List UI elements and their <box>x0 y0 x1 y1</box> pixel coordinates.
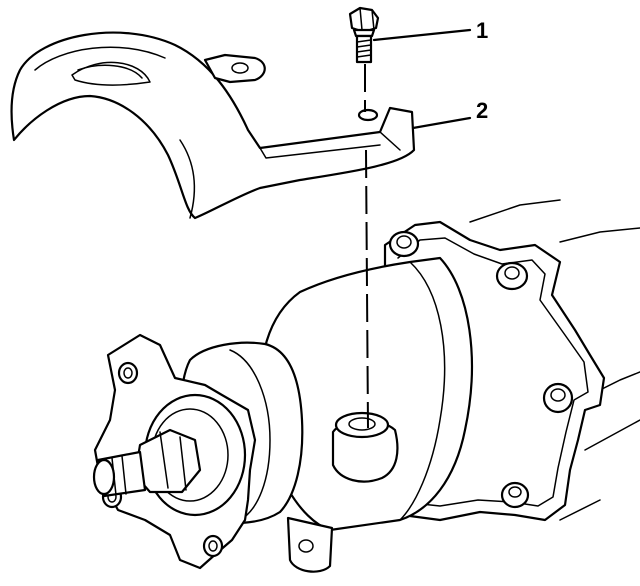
drive-end-housing <box>92 333 257 570</box>
leader-line-2 <box>411 116 472 130</box>
flange-bolt-top-right <box>495 261 529 291</box>
bolt <box>348 6 380 64</box>
lug-hole-bottom <box>202 534 224 558</box>
lug-hole-top <box>117 361 139 385</box>
heat-shield <box>10 31 416 220</box>
flange-bolt-mid-right <box>542 382 574 414</box>
callout-label-1: 1 <box>476 18 488 43</box>
flange-bolt-top-left <box>388 230 420 258</box>
callout-label-2: 2 <box>476 98 488 123</box>
flange-bolt-bottom-right <box>500 481 530 509</box>
alignment-line <box>364 64 369 429</box>
leader-line-1 <box>372 28 472 42</box>
